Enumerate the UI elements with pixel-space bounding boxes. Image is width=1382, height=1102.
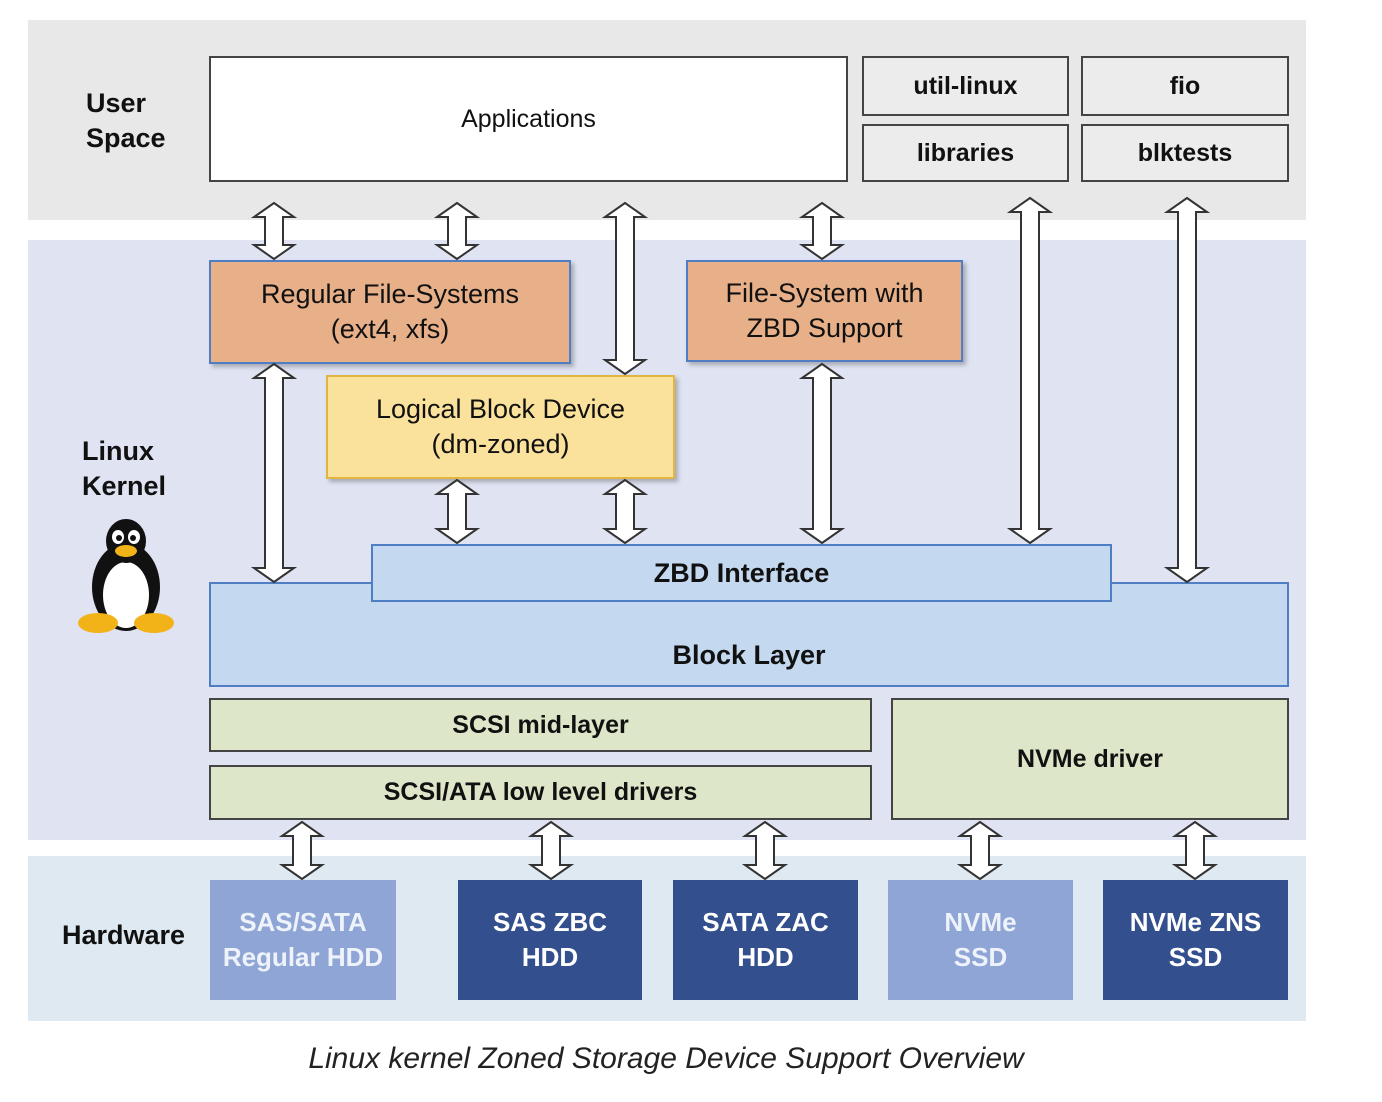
regular-file-systems-box: Regular File-Systems (ext4, xfs) bbox=[209, 260, 571, 364]
double-arrow-icon bbox=[1163, 196, 1211, 584]
logical-block-device-box: Logical Block Device (dm-zoned) bbox=[326, 375, 675, 479]
user-space-label: User Space bbox=[86, 88, 166, 153]
double-arrow-icon bbox=[798, 362, 846, 545]
double-arrow-icon bbox=[278, 820, 326, 881]
double-arrow-icon bbox=[601, 478, 649, 545]
hardware-label: Hardware bbox=[62, 920, 186, 950]
scsi-ata-drivers-box: SCSI/ATA low level drivers bbox=[209, 765, 872, 820]
libraries-box: libraries bbox=[862, 124, 1069, 182]
double-arrow-icon bbox=[601, 201, 649, 376]
double-arrow-icon bbox=[1006, 196, 1054, 545]
nvme-driver-box: NVMe driver bbox=[891, 698, 1289, 820]
double-arrow-icon bbox=[250, 362, 298, 584]
sas-sata-regular-hdd-box: SAS/SATA Regular HDD bbox=[210, 880, 396, 1000]
double-arrow-icon bbox=[527, 820, 575, 881]
zbd-file-system-box: File-System with ZBD Support bbox=[686, 260, 963, 362]
sata-zac-hdd-box: SATA ZAC HDD bbox=[673, 880, 858, 1000]
figure-caption: Linux kernel Zoned Storage Device Suppor… bbox=[308, 1042, 1024, 1075]
double-arrow-icon bbox=[1171, 820, 1219, 881]
double-arrow-icon bbox=[250, 201, 298, 261]
sas-zbc-hdd-box: SAS ZBC HDD bbox=[458, 880, 642, 1000]
double-arrow-icon bbox=[433, 201, 481, 261]
util-linux-box: util-linux bbox=[862, 56, 1069, 116]
double-arrow-icon bbox=[956, 820, 1004, 881]
fio-box: fio bbox=[1081, 56, 1289, 116]
tux-penguin-icon bbox=[78, 519, 174, 633]
nvme-ssd-box: NVMe SSD bbox=[888, 880, 1073, 1000]
blktests-box: blktests bbox=[1081, 124, 1289, 182]
double-arrow-icon bbox=[741, 820, 789, 881]
applications-box: Applications bbox=[209, 56, 848, 182]
linux-kernel-label: Linux Kernel bbox=[82, 436, 167, 501]
zbd-interface-box: ZBD Interface bbox=[371, 544, 1112, 602]
scsi-mid-layer-box: SCSI mid-layer bbox=[209, 698, 872, 752]
nvme-zns-ssd-box: NVMe ZNS SSD bbox=[1103, 880, 1288, 1000]
double-arrow-icon bbox=[798, 201, 846, 261]
double-arrow-icon bbox=[433, 478, 481, 545]
